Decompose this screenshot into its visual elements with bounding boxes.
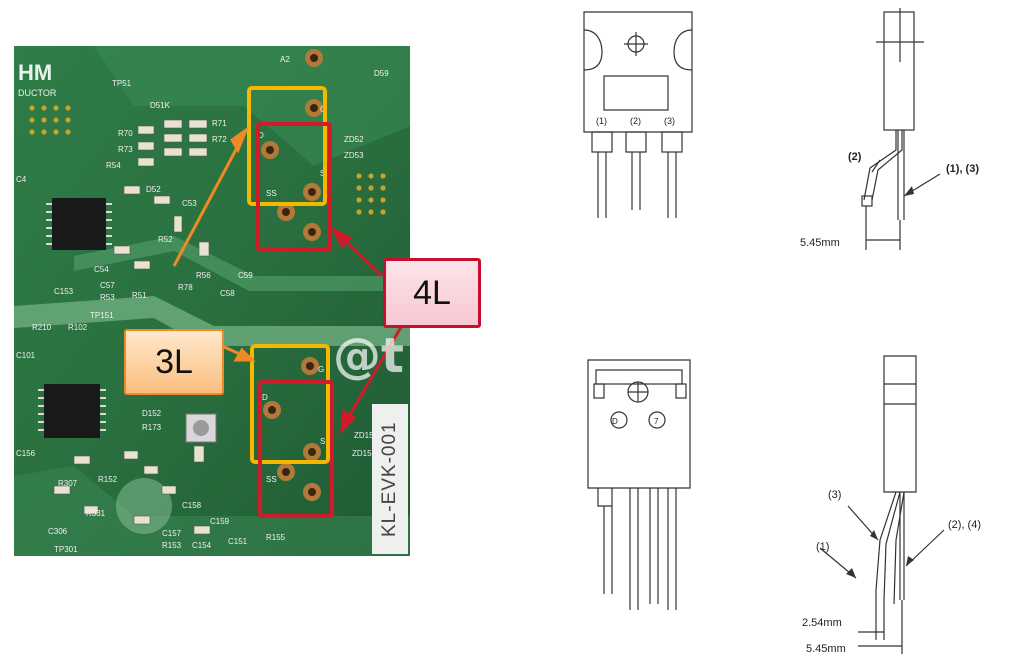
ic-upper — [46, 198, 112, 250]
label-tp151: TP151 — [90, 311, 114, 320]
drawing-4lead-front — [587, 359, 691, 610]
label-r56: R56 — [196, 271, 211, 280]
label-r78: R78 — [178, 283, 193, 292]
label-c158: C158 — [182, 501, 202, 510]
label-c53: C53 — [182, 199, 197, 208]
label-c156: C156 — [16, 449, 36, 458]
drawing-4lead-side-lead-outer: (2), (4) — [948, 519, 981, 531]
highlight-3lead-upper — [247, 86, 327, 206]
drawing-4lead-side-pitch-small: 2.54mm — [802, 617, 842, 629]
label-pad-d-lower: D — [262, 393, 268, 402]
label-zd152: ZD152 — [354, 431, 379, 440]
footprint-upper — [261, 49, 323, 241]
label-zd153: ZD153 — [352, 449, 377, 458]
label-c101: C101 — [16, 351, 36, 360]
label-pad-ss-lower: SS — [266, 475, 277, 484]
label-r72: R72 — [212, 135, 227, 144]
highlight-3lead-lower — [250, 344, 330, 464]
via-grid-top — [29, 105, 71, 135]
drawing-4lead-mark-left: D — [612, 417, 618, 426]
label-r52: R52 — [158, 235, 173, 244]
via-grid-right — [356, 173, 386, 215]
label-a2: A2 — [280, 55, 290, 64]
callout-4l: 4L — [383, 258, 481, 328]
arrows-4l — [330, 226, 406, 435]
trimmer-potentiometer — [185, 413, 217, 443]
label-c157: C157 — [162, 529, 182, 538]
label-r331: R331 — [86, 509, 106, 518]
label-d51: D51K — [150, 101, 171, 110]
footprint-lower — [263, 357, 321, 501]
label-r153: R153 — [162, 541, 182, 550]
highlight-4lead-lower — [258, 380, 334, 518]
drawing-3lead-pin3: (3) — [664, 116, 675, 126]
smd-components — [53, 119, 211, 535]
label-c159: C159 — [210, 517, 230, 526]
drawing-4lead-side — [819, 355, 945, 654]
drawing-3lead-front — [583, 11, 693, 218]
label-zd52: ZD52 — [344, 135, 364, 144]
label-d59: D59 — [374, 69, 389, 78]
label-pad-s-upper: S — [320, 169, 325, 178]
label-d52: D52 — [146, 185, 161, 194]
label-r53: R53 — [100, 293, 115, 302]
label-r54: R54 — [106, 161, 121, 170]
label-r210: R210 — [32, 323, 52, 332]
drawing-3lead-side-lead-outer: (1), (3) — [946, 163, 979, 175]
label-r70: R70 — [118, 129, 133, 138]
arrows-3l — [172, 125, 256, 362]
brand-sub-text: DUCTOR — [18, 88, 57, 98]
label-pad-ss-upper: SS — [266, 189, 277, 198]
watermark: @t — [333, 328, 404, 384]
callout-3l: 3L — [124, 329, 224, 395]
ic-lower — [38, 384, 106, 438]
label-pad-d-upper: D — [258, 131, 264, 140]
label-r155: R155 — [266, 533, 286, 542]
label-r71: R71 — [212, 119, 227, 128]
label-d152: D152 — [142, 409, 162, 418]
pcb-photo: HM DUCTOR — [14, 46, 410, 556]
label-tp51: TP51 — [112, 79, 132, 88]
brand-text: HM — [18, 60, 52, 85]
label-c306: C306 — [48, 527, 68, 536]
drawing-3lead-side — [861, 8, 941, 250]
label-r73: R73 — [118, 145, 133, 154]
label-r152: R152 — [98, 475, 118, 484]
drawing-3lead-pin1: (1) — [596, 116, 607, 126]
label-c57: C57 — [100, 281, 115, 290]
drawing-4lead-side-lead3: (3) — [828, 489, 841, 501]
label-c54: C54 — [94, 265, 109, 274]
label-c58: C58 — [220, 289, 235, 298]
label-r102: R102 — [68, 323, 88, 332]
label-r173: R173 — [142, 423, 162, 432]
label-r51: R51 — [132, 291, 147, 300]
label-c154: C154 — [192, 541, 212, 550]
label-pad-g-lower: G — [318, 365, 324, 374]
drawing-3lead-side-pitch: 5.45mm — [800, 237, 840, 249]
label-tp301: TP301 — [54, 545, 78, 554]
label-c59: C59 — [238, 271, 253, 280]
label-c153: C153 — [54, 287, 74, 296]
highlight-4lead-upper — [256, 122, 332, 252]
label-pad-s-lower: S — [320, 437, 325, 446]
drawing-4lead-side-pitch-large: 5.45mm — [806, 643, 846, 655]
drawing-4lead-side-lead1: (1) — [816, 541, 829, 553]
label-r307: R307 — [58, 479, 78, 488]
drawing-4lead-mark-right: 7 — [654, 417, 659, 426]
drawing-3lead-side-lead-center: (2) — [848, 151, 862, 163]
drawing-3lead-pin2: (2) — [630, 116, 641, 126]
label-c4: C4 — [16, 175, 27, 184]
label-zd53: ZD53 — [344, 151, 364, 160]
label-c151: C151 — [228, 537, 248, 546]
